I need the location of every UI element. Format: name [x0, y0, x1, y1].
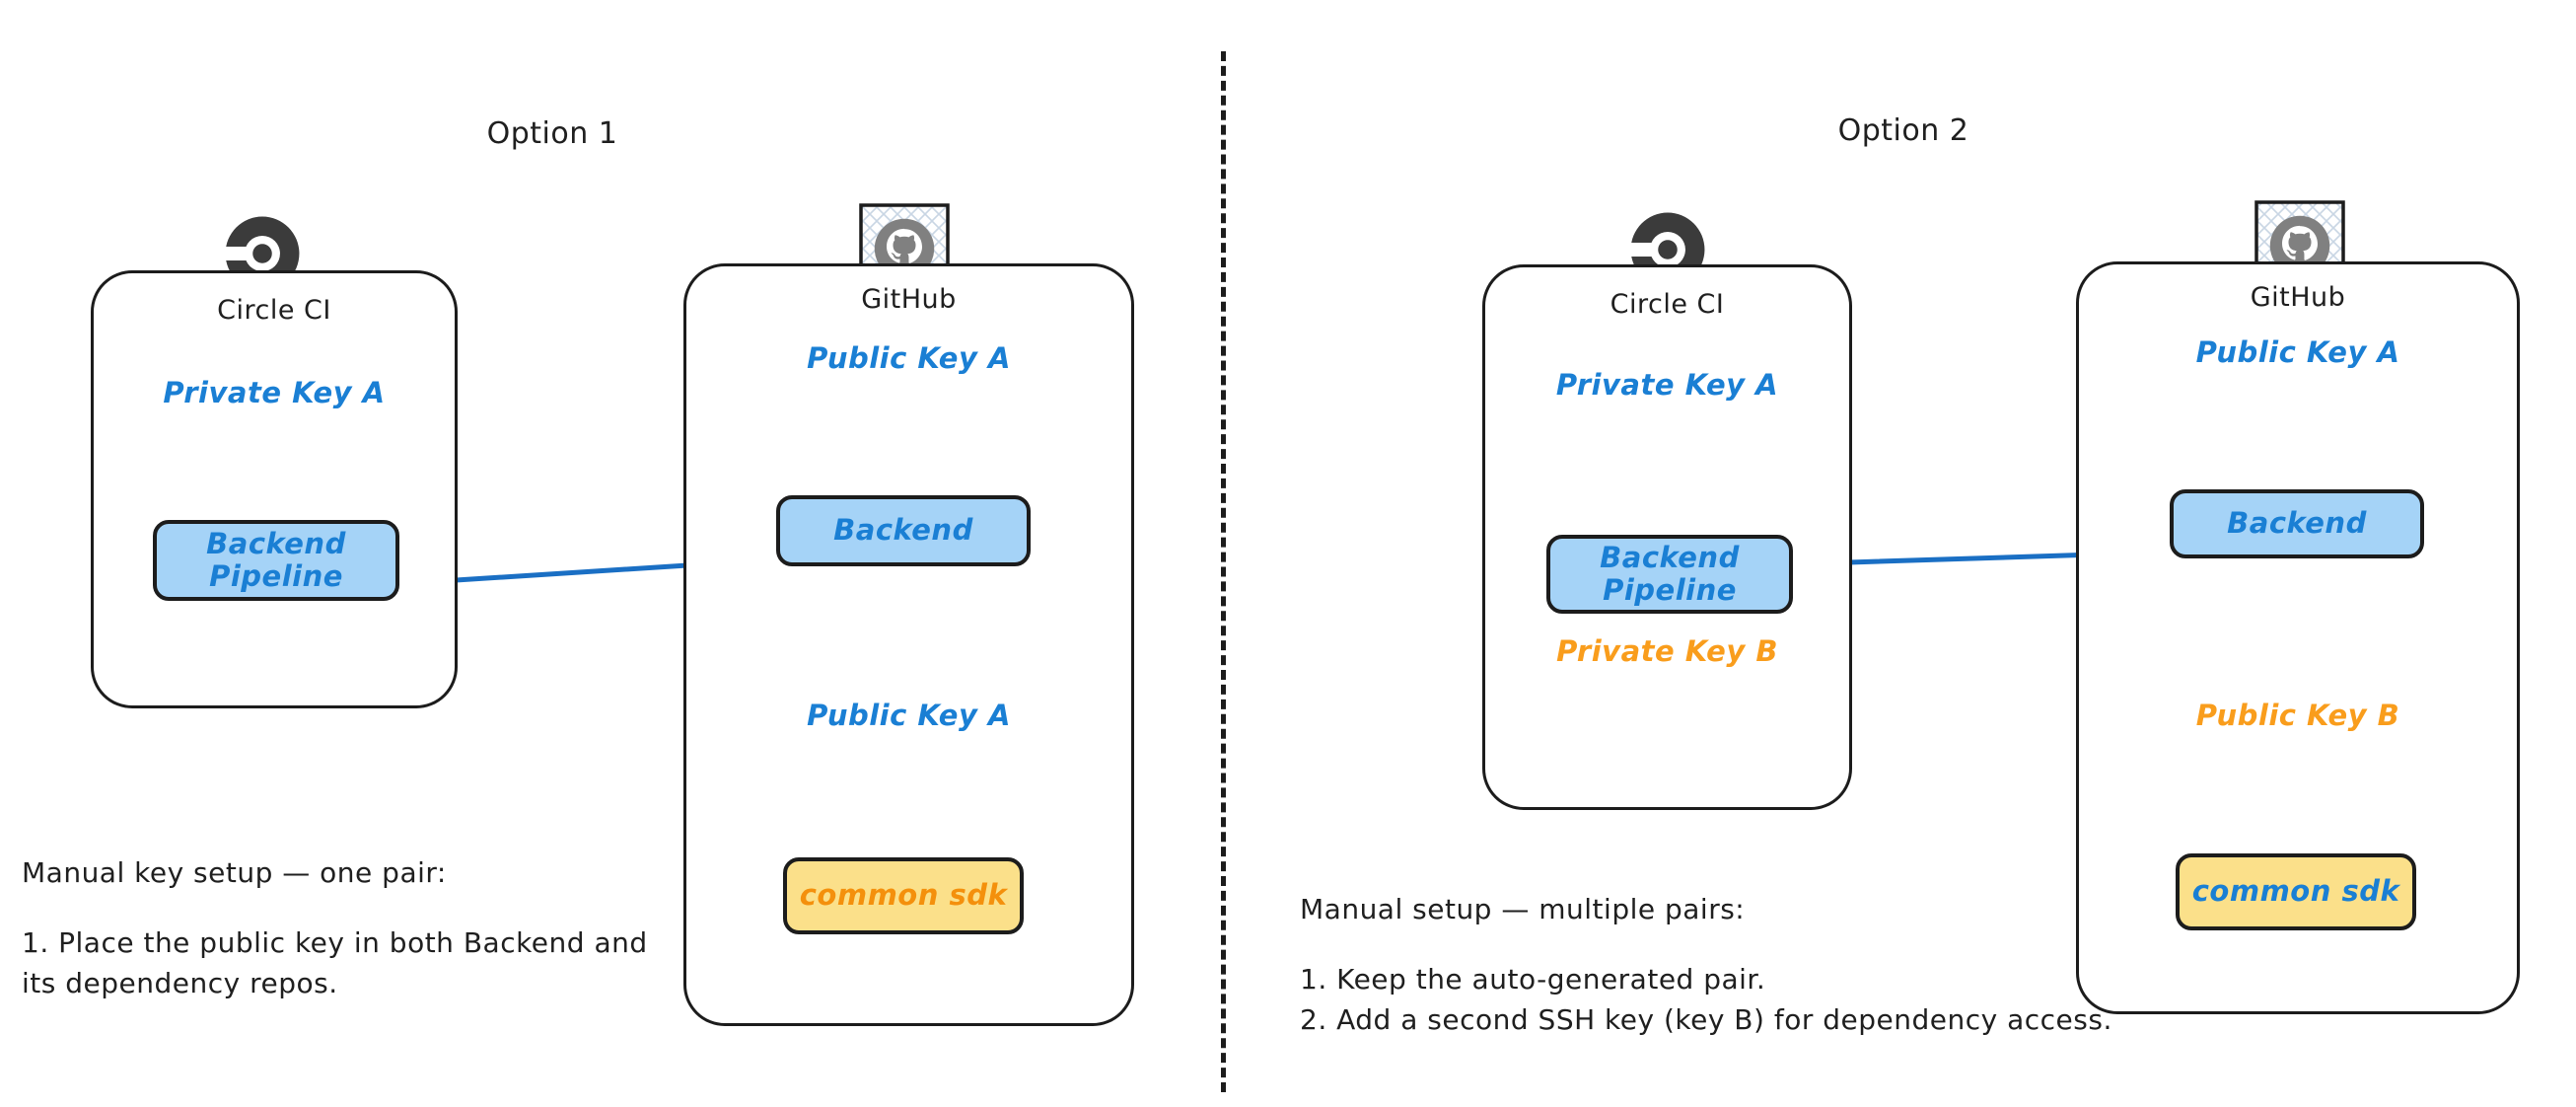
node-line-2: Pipeline	[209, 559, 343, 593]
option2-private-key-a-label: Private Key A	[1555, 368, 1779, 402]
node-line-1: Backend	[1600, 540, 1740, 574]
section-divider	[1221, 51, 1226, 1092]
option-1-title: Option 1	[486, 116, 618, 151]
option2-backend-pipeline-node[interactable]: Backend Pipeline	[1546, 535, 1793, 614]
option2-common-sdk-label: common sdk	[2191, 874, 2400, 909]
option1-backend-label: Backend	[833, 513, 973, 548]
option1-caption-heading: Manual key setup — one pair:	[22, 856, 447, 889]
option-2-title: Option 2	[1837, 113, 1969, 148]
option2-public-key-a-label: Public Key A	[2195, 335, 2400, 369]
node-line-2: Pipeline	[1603, 573, 1737, 607]
option1-caption-line-2: its dependency repos.	[22, 967, 338, 999]
option2-common-sdk-node[interactable]: common sdk	[2176, 853, 2416, 930]
option1-github-card: GitHub Public Key A Backend Public Key A…	[683, 263, 1134, 1026]
option1-github-brand-label: GitHub	[861, 284, 957, 315]
option2-caption-heading: Manual setup — multiple pairs:	[1300, 893, 1746, 925]
option1-circleci-card: Circle CI Private Key A Backend Pipeline	[91, 270, 458, 708]
option2-private-key-b-label: Private Key B	[1556, 634, 1778, 668]
option1-caption-line-1: 1. Place the public key in both Backend …	[22, 926, 648, 959]
option2-github-brand-label: GitHub	[2250, 282, 2346, 313]
option1-caption: Manual key setup — one pair: 1. Place th…	[22, 856, 648, 999]
option1-backend-node[interactable]: Backend	[776, 495, 1031, 566]
option2-caption-line-2: 2. Add a second SSH key (key B) for depe…	[1300, 1003, 2112, 1036]
option1-common-sdk-label: common sdk	[799, 878, 1008, 913]
option2-backend-label: Backend	[2227, 506, 2367, 541]
option2-circleci-brand-label: Circle CI	[1610, 289, 1725, 320]
option2-public-key-b-label: Public Key B	[2195, 699, 2400, 732]
option2-caption: Manual setup — multiple pairs: 1. Keep t…	[1300, 893, 2112, 1036]
option2-backend-pipeline-label: Backend Pipeline	[1600, 540, 1740, 608]
option1-public-key-a-label-top: Public Key A	[807, 341, 1011, 375]
option1-public-key-a-label-bottom: Public Key A	[807, 699, 1011, 732]
option2-backend-node[interactable]: Backend	[2170, 489, 2424, 558]
option2-caption-line-1: 1. Keep the auto-generated pair.	[1300, 963, 1766, 996]
option1-backend-pipeline-label: Backend Pipeline	[206, 526, 346, 594]
option1-private-key-a-label: Private Key A	[163, 376, 386, 409]
option1-backend-pipeline-node[interactable]: Backend Pipeline	[153, 520, 399, 601]
option2-github-card: GitHub Public Key A Backend Public Key B…	[2076, 261, 2520, 1014]
node-line-1: Backend	[206, 526, 346, 560]
option1-common-sdk-node[interactable]: common sdk	[783, 857, 1024, 934]
option1-circleci-brand-label: Circle CI	[217, 295, 331, 326]
option2-circleci-card: Circle CI Private Key A Backend Pipeline…	[1482, 264, 1852, 810]
